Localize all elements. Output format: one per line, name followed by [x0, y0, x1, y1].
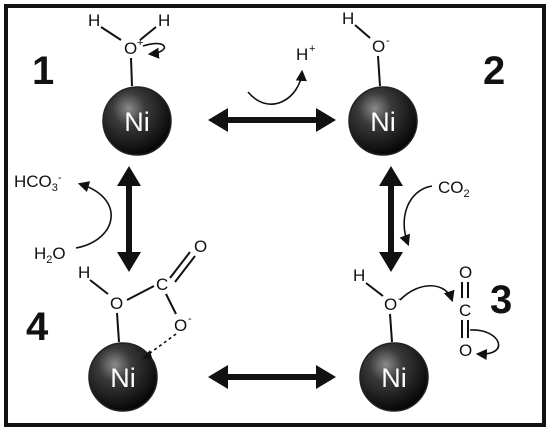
ni-label-2: Ni — [370, 107, 396, 137]
nucleophilic-attack-arrow — [399, 285, 455, 303]
water-label: H2O — [34, 244, 66, 266]
atom-o-3: O — [384, 295, 397, 314]
atom-h-2: H — [342, 9, 354, 28]
bond-shift-arrow — [469, 329, 500, 361]
atom-h-1b: H — [158, 11, 170, 30]
charge-minus-4: - — [188, 313, 192, 325]
ni-sphere-4: Ni — [88, 342, 158, 412]
atom-c-4: C — [156, 275, 168, 294]
ni-label-1: Ni — [124, 107, 150, 137]
equilibrium-arrow-2-3 — [379, 166, 403, 272]
bicarbonate-release-arrow — [75, 181, 112, 249]
atom-o-2: O — [372, 37, 385, 56]
step-label-3: 3 — [490, 278, 512, 322]
proton-release: H + — [247, 43, 315, 105]
atom-h-3: H — [353, 266, 365, 285]
atom-o-3a: O — [459, 263, 472, 282]
ni-sphere-2: Ni — [348, 86, 418, 156]
proton-release-arrow — [247, 69, 307, 105]
atom-h-4: H — [78, 263, 90, 282]
equilibrium-arrow-1-4 — [117, 166, 141, 272]
proton-charge: + — [309, 43, 315, 55]
bicarbonate-water-exchange: HCO3- H2O — [14, 172, 112, 266]
atom-o-3b: O — [459, 341, 472, 360]
ni-label-4: Ni — [110, 363, 136, 393]
coordination-bond-4 — [145, 333, 177, 357]
co2-label: CO2 — [438, 178, 470, 200]
bicarbonate-label: HCO3- — [14, 172, 62, 194]
charge-plus-1: + — [137, 37, 143, 49]
atom-o-1: O — [124, 39, 137, 58]
atom-o-4a: O — [110, 294, 123, 313]
equilibrium-arrow-1-2 — [208, 108, 336, 132]
co2-uptake-arrow — [399, 185, 433, 247]
ni-sphere-3: Ni — [359, 342, 429, 412]
equilibrium-arrow-4-3 — [208, 365, 336, 389]
bicarbonate-ligand-4: H O C O O - — [78, 237, 207, 359]
atom-o-4b: O — [194, 237, 207, 256]
co2-uptake: CO2 — [399, 178, 470, 247]
atom-o-4c: O — [174, 316, 187, 335]
atom-h-1a: H — [88, 11, 100, 30]
ni-sphere-1: Ni — [102, 86, 172, 156]
step-label-2: 2 — [483, 49, 505, 93]
hydroxide-co2-complex-3: H O - O C O — [353, 263, 500, 361]
step-label-4: 4 — [26, 305, 49, 349]
hydroxide-ligand-2: H O - — [342, 9, 390, 87]
proton-label: H — [296, 45, 308, 64]
electron-arrow-1 — [142, 42, 165, 59]
charge-minus-2: - — [386, 35, 390, 47]
ni-label-3: Ni — [381, 363, 407, 393]
diagram-frame — [4, 4, 546, 427]
step-label-1: 1 — [32, 49, 54, 93]
water-ligand-1: H H O + — [88, 11, 170, 87]
atom-c-3: C — [459, 301, 471, 320]
